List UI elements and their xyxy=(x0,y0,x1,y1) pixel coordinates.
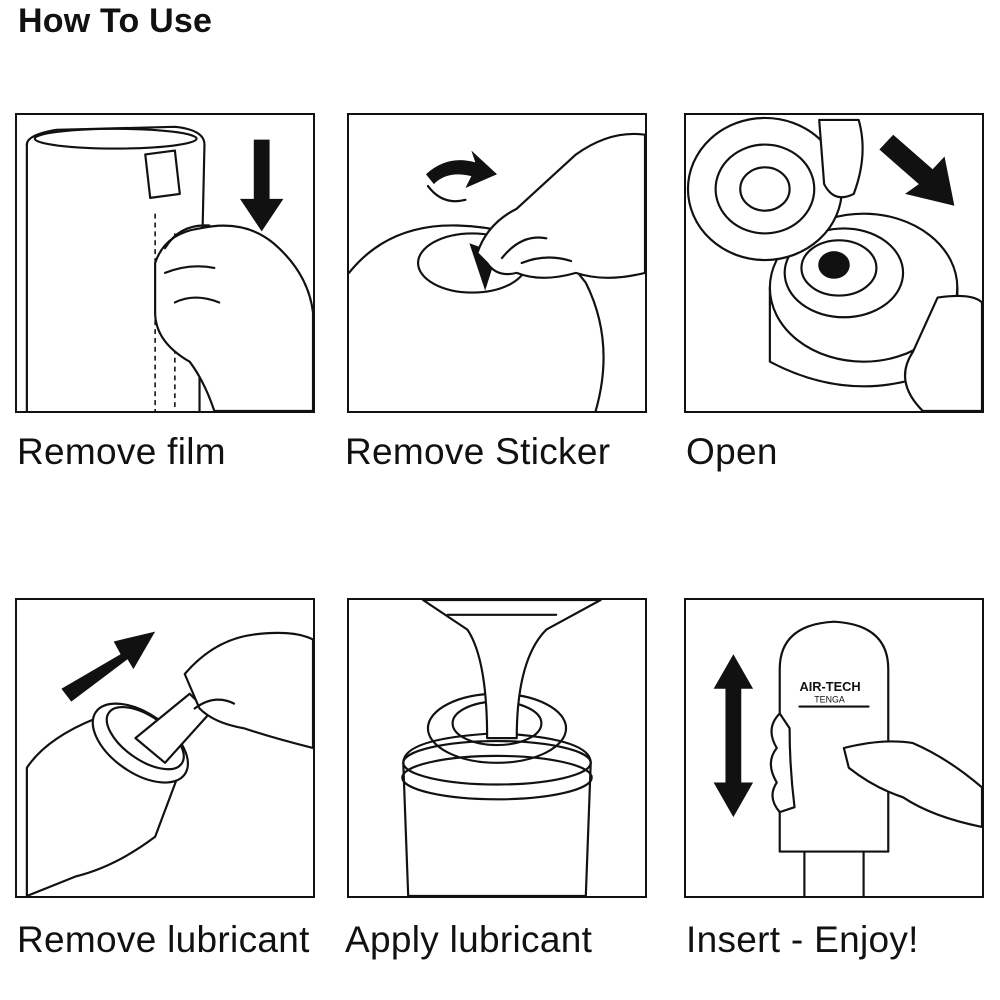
insert-enjoy-drawing: AIR-TECH TENGA xyxy=(713,620,982,896)
step-2-caption: Remove Sticker xyxy=(345,431,611,472)
open-drawing xyxy=(686,116,982,411)
remove-lubricant-drawing xyxy=(25,631,313,896)
step-3-illustration xyxy=(684,113,984,413)
step-5-illustration xyxy=(347,598,647,898)
step-3-caption: Open xyxy=(686,431,778,472)
product-logo: AIR-TECH xyxy=(799,679,860,694)
step-1-caption: Remove film xyxy=(17,431,226,472)
step-1-illustration xyxy=(15,113,315,413)
step-6-caption: Insert - Enjoy! xyxy=(686,919,919,960)
product-sublogo: TENGA xyxy=(814,695,845,705)
step-6-illustration: AIR-TECH TENGA xyxy=(684,598,984,898)
step-5-caption: Apply lubricant xyxy=(345,919,593,960)
step-4-illustration xyxy=(15,598,315,898)
page-title: How To Use xyxy=(18,2,213,40)
step-4-caption: Remove lubricant xyxy=(17,919,310,960)
apply-lubricant-drawing xyxy=(401,600,602,896)
remove-sticker-drawing xyxy=(349,132,645,411)
remove-film-drawing xyxy=(25,125,313,411)
step-2-illustration xyxy=(347,113,647,413)
